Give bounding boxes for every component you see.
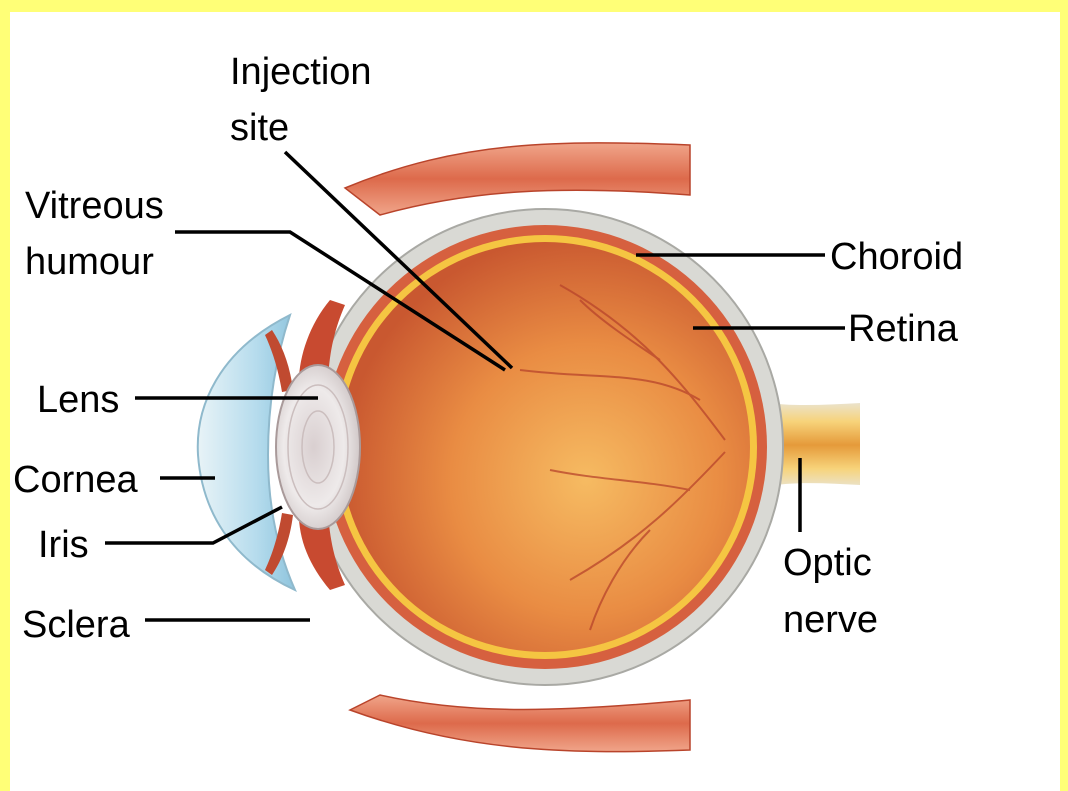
injection-site-label: Injection	[230, 51, 372, 93]
cornea-label: Cornea	[13, 459, 138, 501]
injection-site-label-line2: site	[230, 107, 289, 149]
optic-nerve-label: Optic	[783, 542, 872, 584]
lens-label: Lens	[37, 379, 119, 421]
vitreous-humour-label-line2: humour	[25, 241, 154, 283]
retina-label: Retina	[848, 308, 959, 350]
optic-nerve-label-line2: nerve	[783, 599, 878, 641]
vitreous-humour-label: Vitreous	[25, 185, 164, 227]
sclera-label: Sclera	[22, 604, 131, 646]
iris-label: Iris	[38, 524, 89, 566]
choroid-label: Choroid	[830, 236, 963, 278]
